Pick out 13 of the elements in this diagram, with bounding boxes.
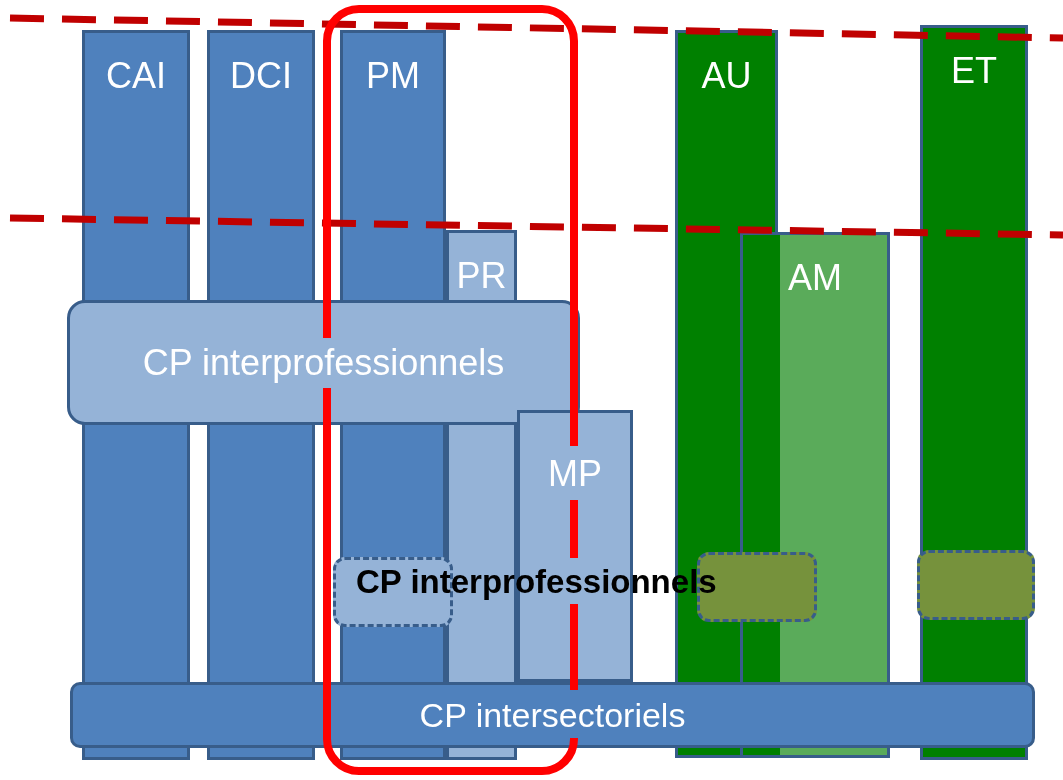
band-box: [70, 682, 1035, 748]
dashed-box: [917, 550, 1035, 620]
band-label: CP interprofessionnels: [142, 341, 505, 384]
band-box: [67, 300, 580, 425]
column-label: AM: [788, 257, 842, 299]
column-label: PM: [366, 55, 420, 97]
column-label: MP: [548, 453, 602, 495]
column-label: DCI: [230, 55, 292, 97]
band-label: CP intersectoriels: [419, 695, 686, 735]
column-label: ET: [951, 50, 997, 92]
column-label: PR: [456, 255, 507, 297]
column-label: AU: [701, 55, 752, 97]
column-label: CAI: [106, 55, 166, 97]
